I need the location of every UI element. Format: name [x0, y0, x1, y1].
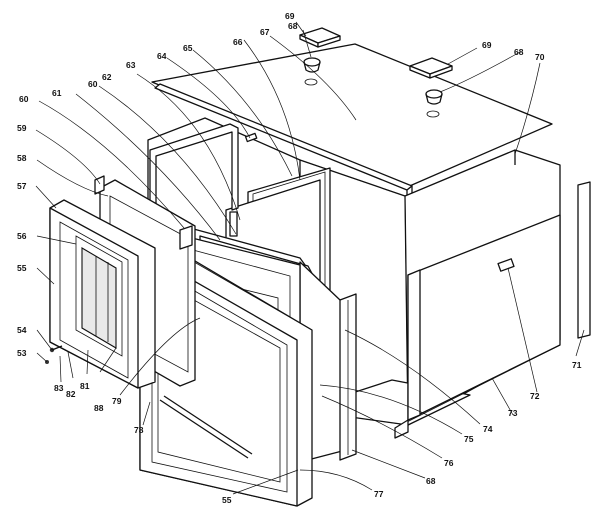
label-68-bottom: 68 [426, 476, 436, 486]
label-73: 73 [508, 408, 518, 418]
label-82: 82 [66, 389, 76, 399]
label-55-bottom: 55 [222, 495, 232, 505]
label-63: 63 [126, 60, 136, 70]
leader-lines [35, 21, 585, 495]
label-58: 58 [17, 153, 27, 163]
label-71: 71 [572, 360, 582, 370]
side-panel-73 [394, 214, 561, 439]
knob-68-left [303, 57, 321, 73]
label-70: 70 [535, 52, 545, 62]
label-64: 64 [157, 51, 167, 61]
label-60-left: 60 [19, 94, 29, 104]
strip-68-lower [339, 293, 357, 461]
label-67: 67 [260, 27, 270, 37]
label-65: 65 [183, 43, 193, 53]
label-81: 81 [80, 381, 90, 391]
label-74: 74 [483, 424, 493, 434]
label-77: 77 [374, 489, 384, 499]
label-69-top-right: 69 [482, 40, 492, 50]
label-69-top-left: 69 [285, 11, 295, 21]
left-door-57 [49, 199, 156, 389]
label-54: 54 [17, 325, 27, 335]
label-88: 88 [94, 403, 104, 413]
label-66: 66 [233, 37, 243, 47]
latch-53-54 [45, 345, 63, 364]
label-60-right: 60 [88, 79, 98, 89]
label-62: 62 [102, 72, 112, 82]
label-72: 72 [530, 391, 540, 401]
label-76: 76 [444, 458, 454, 468]
side-strip-71 [577, 181, 591, 339]
label-83: 83 [54, 383, 64, 393]
bracket-69-right [409, 57, 453, 79]
bracket-69-left [299, 27, 341, 48]
knob-68-right [425, 89, 443, 105]
label-53: 53 [17, 348, 27, 358]
label-78: 78 [134, 425, 144, 435]
callout-labels: 69 68 67 66 65 64 63 62 61 60 60 59 58 5… [17, 11, 582, 505]
tabs-59-60 [94, 132, 258, 250]
label-61: 61 [52, 88, 62, 98]
label-79: 79 [112, 396, 122, 406]
label-68-top-left: 68 [288, 21, 298, 31]
label-56: 56 [17, 231, 27, 241]
label-59: 59 [17, 123, 27, 133]
label-55-left: 55 [17, 263, 27, 273]
label-68-top-right: 68 [514, 47, 524, 57]
label-75: 75 [464, 434, 474, 444]
label-57: 57 [17, 181, 27, 191]
